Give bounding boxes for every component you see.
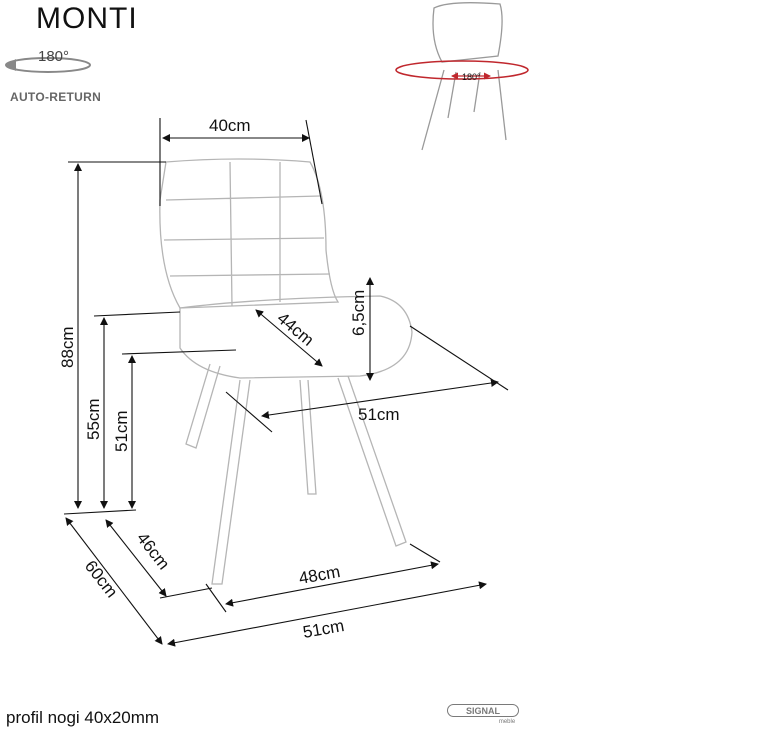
brand-sub: meble bbox=[499, 719, 516, 724]
dim-line-51-seat bbox=[261, 379, 499, 419]
ext-55-top bbox=[93, 311, 181, 317]
rotation-degree-label: 180° bbox=[38, 48, 70, 65]
signal-logo: SIGNAL meble bbox=[447, 704, 519, 724]
product-title: MONTI bbox=[36, 2, 138, 35]
ext-51-seat-right bbox=[409, 325, 509, 391]
chair-outline bbox=[159, 158, 413, 585]
auto-return-label: AUTO-RETURN bbox=[10, 90, 102, 104]
dim-label-48: 48cm bbox=[297, 562, 341, 588]
dim-label-88: 88cm bbox=[58, 326, 77, 368]
ext-46-bottom bbox=[159, 587, 213, 599]
inset-chair bbox=[421, 2, 507, 151]
ext-48-right bbox=[409, 543, 441, 563]
dim-label-51-seat: 51cm bbox=[358, 405, 400, 424]
dim-label-51-bottom: 51cm bbox=[301, 616, 345, 642]
dim-line-60 bbox=[65, 517, 163, 645]
rotation-arrow-icon bbox=[5, 57, 91, 73]
dim-line-44 bbox=[255, 309, 323, 367]
dim-label-51v: 51cm bbox=[112, 410, 131, 452]
dim-label-6-5: 6,5cm bbox=[349, 290, 368, 336]
inset-degree-label: 180° bbox=[462, 72, 481, 82]
dim-line-51-bottom bbox=[167, 581, 487, 647]
dim-label-46: 46cm bbox=[133, 529, 174, 573]
brand-name: SIGNAL bbox=[466, 706, 501, 716]
dim-label-55: 55cm bbox=[84, 398, 103, 440]
base-line bbox=[63, 509, 137, 515]
ext-51-seat-left bbox=[225, 391, 273, 433]
ext-46-leg bbox=[205, 583, 227, 613]
leg-profile-note: profil nogi 40x20mm bbox=[6, 708, 160, 727]
dim-label-40: 40cm bbox=[209, 116, 251, 135]
dim-label-60: 60cm bbox=[81, 557, 122, 601]
ext-51v-top bbox=[121, 349, 237, 355]
